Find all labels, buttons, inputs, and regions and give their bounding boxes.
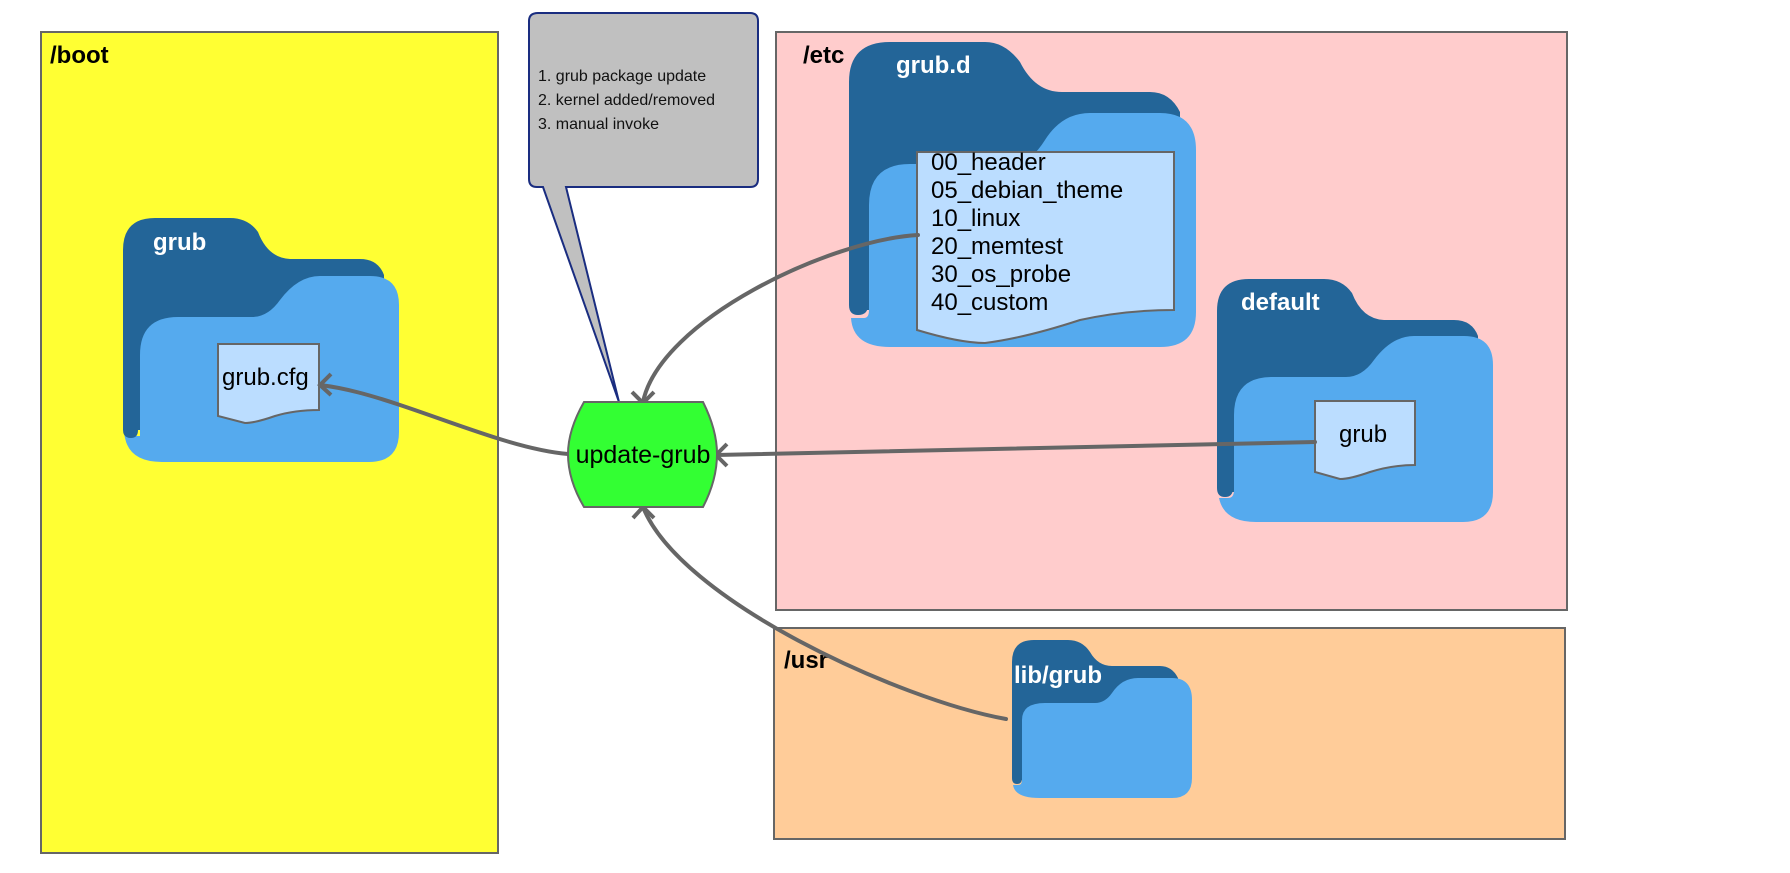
edge-update-grub-to-grub-cfg: [317, 372, 570, 456]
file-default-grub[interactable]: grub: [1314, 400, 1416, 481]
process-node-shape: [566, 401, 719, 508]
process-update-grub[interactable]: update-grub: [566, 401, 719, 508]
edge-line: [714, 440, 1317, 457]
folder-etc-default-label: default: [1241, 289, 1320, 316]
arrowhead-icon: [317, 372, 333, 397]
folder-usr-lib-grub[interactable]: lib/grub: [1012, 640, 1192, 798]
folder-boot-grub-label: grub: [153, 229, 206, 256]
file-grub-d-scripts[interactable]: 00_header 05_debian_theme 10_linux 20_me…: [916, 149, 1175, 345]
callout-bubble: [528, 12, 759, 403]
document-icon: [916, 151, 1175, 345]
file-default-grub-name: grub: [1339, 421, 1387, 448]
process-update-grub-label: update-grub: [576, 441, 711, 469]
edge-line: [318, 383, 570, 456]
script-list: 00_header 05_debian_theme 10_linux 20_me…: [931, 149, 1123, 316]
folder-etc-grub-d-label: grub.d: [896, 52, 971, 79]
script-item: 40_custom: [931, 289, 1048, 316]
script-item: 05_debian_theme: [931, 177, 1123, 204]
file-grub-cfg[interactable]: grub.cfg: [217, 343, 320, 425]
edge-line: [641, 505, 1008, 721]
script-item: 30_os_probe: [931, 261, 1071, 288]
callout-line: 2. kernel added/removed: [538, 92, 715, 109]
script-item: 10_linux: [931, 205, 1020, 232]
callout-line: 3. manual invoke: [538, 116, 659, 133]
document-icon: [217, 343, 320, 425]
document-icon: [1314, 400, 1416, 481]
file-grub-cfg-name: grub.cfg: [222, 364, 309, 391]
region-etc-label: /etc: [803, 42, 844, 69]
region-boot-label: /boot: [50, 42, 109, 69]
folder-usr-lib-grub-label: lib/grub: [1014, 662, 1102, 689]
edge-line: [641, 233, 920, 404]
script-item: 20_memtest: [931, 233, 1063, 260]
callout-line: 1. grub package update: [538, 68, 706, 85]
trigger-callout: 1. grub package update 2. kernel added/r…: [528, 12, 759, 403]
folder-icon: [1012, 640, 1192, 798]
script-item: 00_header: [931, 149, 1046, 176]
